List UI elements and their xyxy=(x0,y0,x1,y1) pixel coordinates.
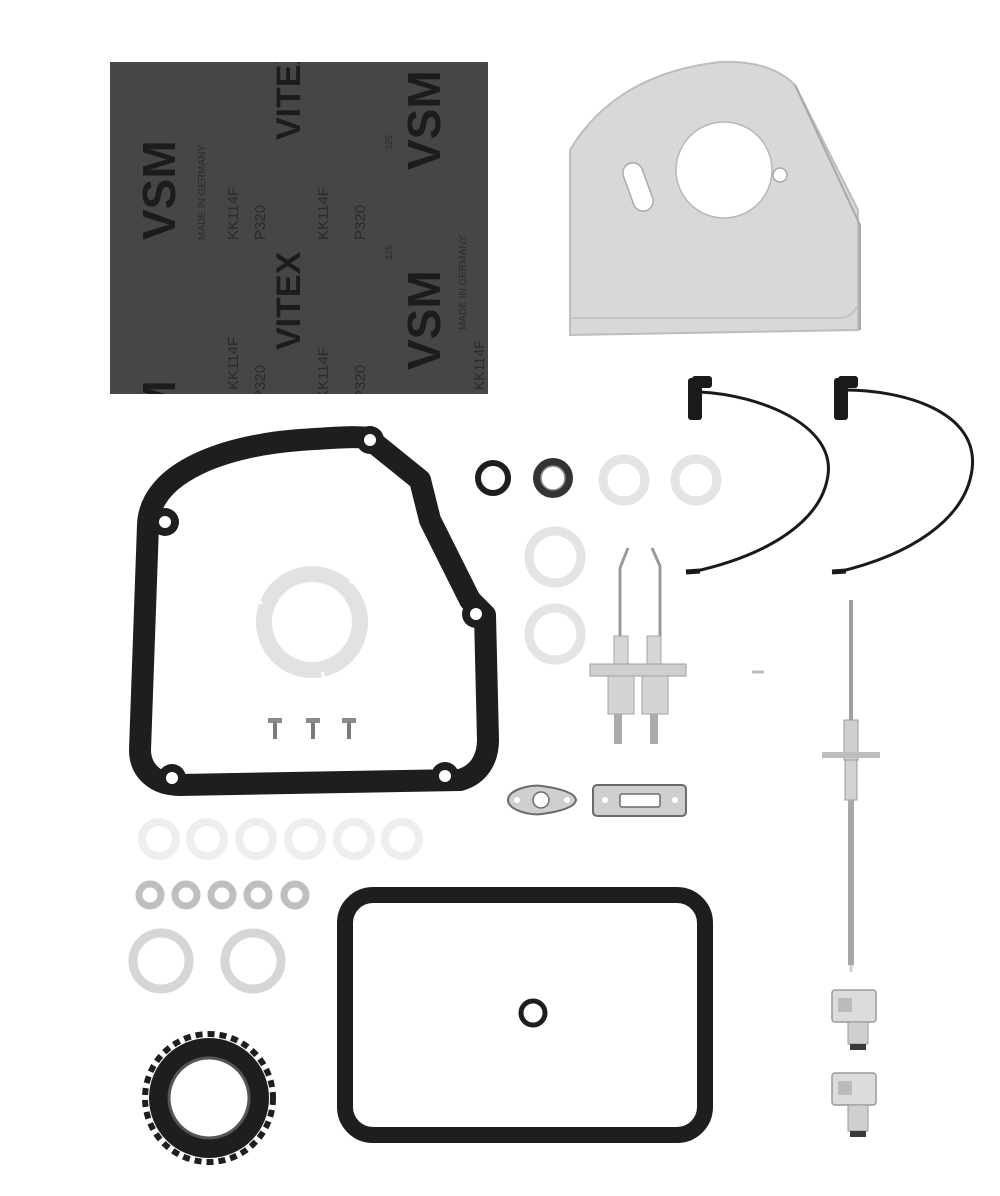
large-seal-rings xyxy=(128,928,286,994)
burner-plate xyxy=(569,60,861,337)
sandpaper-brand-vsm-1: VSM xyxy=(133,140,185,240)
sandpaper-grit-2b: P320 xyxy=(352,365,369,400)
sandpaper-sheet: VSM VSM MADE IN GERMANY KK114F KK114F P3… xyxy=(110,41,488,480)
flame-sensor-probe xyxy=(822,600,880,972)
cable-clip-1 xyxy=(831,989,877,1050)
flange-gasket-rect xyxy=(592,784,687,817)
copper-washers-row xyxy=(135,880,310,910)
o-ring-row-top xyxy=(475,454,722,506)
sandpaper-brand-vsm-2: VSM xyxy=(398,270,450,370)
sandpaper-made-in-2: MADE IN GERMANY xyxy=(458,235,469,330)
sandpaper-made-in-1: MADE IN GERMANY xyxy=(197,145,208,240)
sandpaper-brand-vsm-2b: VSM xyxy=(398,70,450,170)
knurled-sealing-nut xyxy=(142,1031,276,1165)
sandpaper-code-2: KK114F xyxy=(315,187,332,240)
burner-door-gasket xyxy=(129,426,499,796)
screws xyxy=(268,718,356,739)
sandpaper-grit-1: P320 xyxy=(252,205,269,240)
sandpaper-batch-1: 325 xyxy=(384,245,394,260)
split-ring-insulation xyxy=(256,566,368,679)
inspection-door-gasket xyxy=(337,887,713,1143)
fibre-washers-row xyxy=(138,818,423,860)
sandpaper-grit-1b: P320 xyxy=(252,365,269,400)
ignition-cable-right xyxy=(831,376,974,575)
sandpaper-brand-vitex-1b: VITEX xyxy=(270,41,308,140)
sandpaper-batch-2: 325 xyxy=(384,135,394,150)
ignition-cable-left xyxy=(685,376,830,575)
sandpaper-code-1: KK114F xyxy=(225,187,242,240)
o-rings-column xyxy=(524,526,586,665)
sandpaper-grit-2: P320 xyxy=(352,205,369,240)
flange-gasket-small xyxy=(506,784,578,816)
sandpaper-brand-vsm-1b: VSM xyxy=(133,380,185,480)
cable-clip-2 xyxy=(831,1072,877,1137)
ignition-electrode-block xyxy=(589,547,687,744)
sandpaper-brand-vitex-1: VITEX xyxy=(270,251,308,350)
sandpaper-code-1b: KK114F xyxy=(225,337,242,390)
sandpaper-code-3: KK114F xyxy=(471,340,487,390)
sandpaper-code-2b: KK114F xyxy=(315,347,332,400)
